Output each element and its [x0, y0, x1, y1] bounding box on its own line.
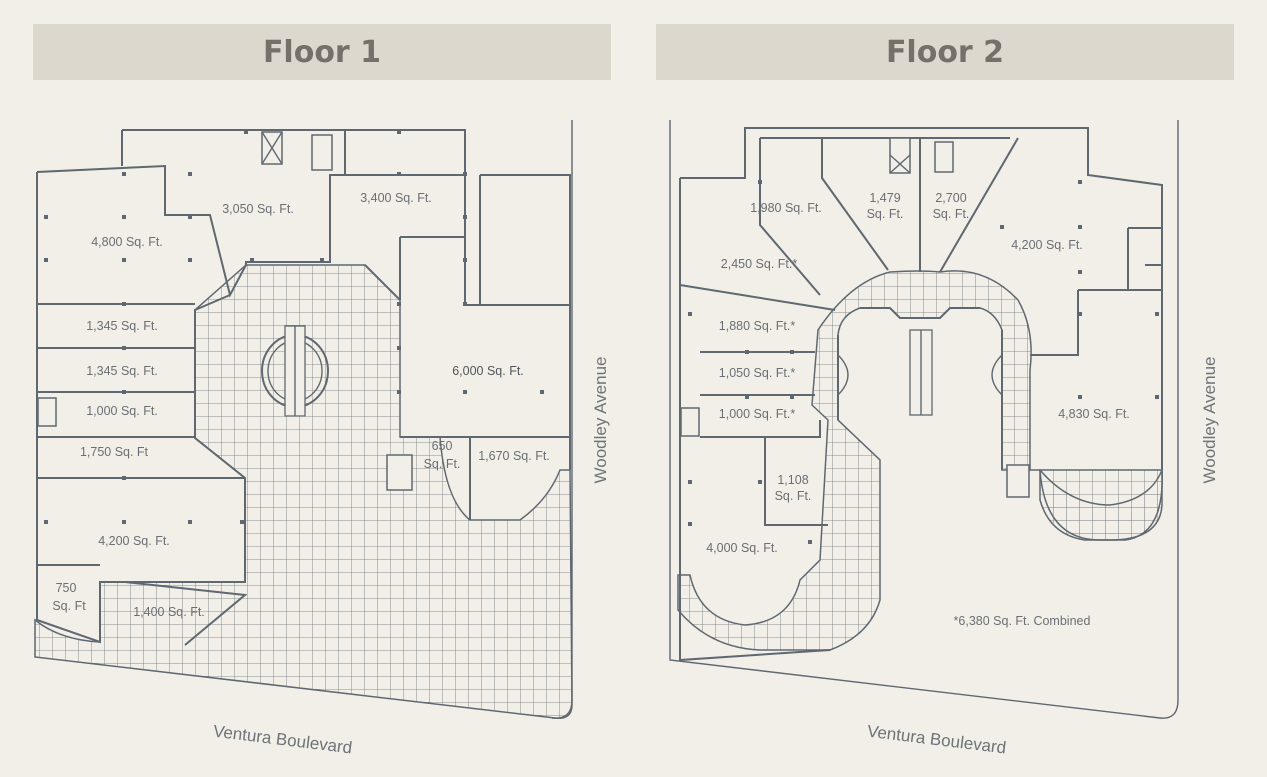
- suite-1108-label: 1,108: [777, 473, 808, 487]
- suite-4200-label: 4,200 Sq. Ft.: [98, 534, 170, 548]
- floor-2-street-bottom: Ventura Boulevard: [866, 722, 1007, 758]
- suite-2700-label: 2,700: [935, 191, 966, 205]
- floor-2-street-right: Woodley Avenue: [1200, 357, 1219, 484]
- suite-4800-label: 4,800 Sq. Ft.: [91, 235, 163, 249]
- floor-2-plan: 1,980 Sq. Ft. 1,479 Sq. Ft. 2,700 Sq. Ft…: [669, 120, 1219, 758]
- suite-1050-label: 1,050 Sq. Ft.*: [719, 366, 796, 380]
- suite-1108-label-unit: Sq. Ft.: [775, 489, 812, 503]
- floor-2-header: Floor 2: [656, 24, 1234, 80]
- suite-6000-label: 6,000 Sq. Ft.: [452, 364, 524, 378]
- suite-4200-floor2-label: 4,200 Sq. Ft.: [1011, 238, 1083, 252]
- floor-1-title: Floor 1: [262, 34, 382, 70]
- floor-1-columns: [44, 130, 544, 524]
- floor-1-stair-west: [37, 397, 57, 427]
- suite-1000-label: 1,000 Sq. Ft.: [86, 404, 158, 418]
- combined-footnote: *6,380 Sq. Ft. Combined: [954, 614, 1091, 628]
- floor-2-elevator: [889, 137, 911, 174]
- floor-2-common-corridor: [677, 270, 1163, 651]
- suite-1400-label: 1,400 Sq. Ft.: [133, 605, 205, 619]
- floor-2-interior-walls: [679, 137, 1162, 526]
- floor-2-south-arc-corridor: [1039, 469, 1163, 541]
- suite-1000-floor2-label: 1,000 Sq. Ft.*: [719, 407, 796, 421]
- floor-2-atrium-edge: [837, 307, 1003, 470]
- floor-1-street-right: Woodley Avenue: [591, 357, 610, 484]
- floor-1-common-plaza: [34, 264, 573, 719]
- suite-750-label-unit: Sq. Ft: [52, 599, 86, 613]
- suite-4000-label: 4,000 Sq. Ft.: [706, 541, 778, 555]
- floor-1-street-bottom: Ventura Boulevard: [212, 722, 353, 758]
- suite-3400-label: 3,400 Sq. Ft.: [360, 191, 432, 205]
- suite-750-label: 750: [56, 581, 77, 595]
- floor-1-stair-south: [386, 454, 413, 491]
- suite-1750-label: 1,750 Sq. Ft: [80, 445, 149, 459]
- suite-3050-label: 3,050 Sq. Ft.: [222, 202, 294, 216]
- suite-1670-label: 1,670 Sq. Ft.: [478, 449, 550, 463]
- floor-1-plan: 3,050 Sq. Ft. 3,400 Sq. Ft. 4,800 Sq. Ft…: [34, 120, 610, 758]
- floor-2-building-outline: [679, 127, 1163, 662]
- suite-1479-label: 1,479: [869, 191, 900, 205]
- suite-1880-label: 1,880 Sq. Ft.*: [719, 319, 796, 333]
- suite-4830-label: 4,830 Sq. Ft.: [1058, 407, 1130, 421]
- floor-2-columns: [688, 180, 1159, 544]
- floor-2-title: Floor 2: [885, 34, 1005, 70]
- suite-650-label: 650: [432, 439, 453, 453]
- suite-1345a-label: 1,345 Sq. Ft.: [86, 319, 158, 333]
- suite-1345b-label: 1,345 Sq. Ft.: [86, 364, 158, 378]
- suite-2450-label: 2,450 Sq. Ft.*: [721, 257, 798, 271]
- floor-2-stair-north: [934, 141, 954, 173]
- floor-2-site-edge: [669, 120, 1179, 719]
- floor-1-stair: [311, 134, 333, 171]
- suite-1980-label: 1,980 Sq. Ft.: [750, 201, 822, 215]
- floor-2-stair-west: [680, 407, 700, 437]
- floor-1-header: Floor 1: [33, 24, 611, 80]
- suite-650-label-unit: Sq. Ft.: [424, 457, 461, 471]
- suite-2700-label-unit: Sq. Ft.: [933, 207, 970, 221]
- floor-2-stair-south: [1006, 464, 1030, 498]
- suite-1479-label-unit: Sq. Ft.: [867, 207, 904, 221]
